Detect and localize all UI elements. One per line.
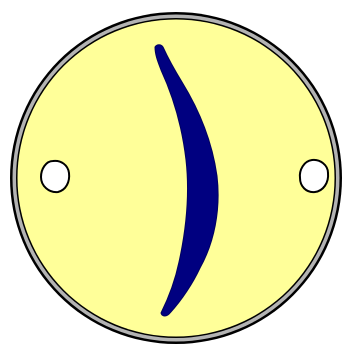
left-hole-icon — [41, 161, 69, 192]
right-hole-icon — [300, 160, 328, 192]
